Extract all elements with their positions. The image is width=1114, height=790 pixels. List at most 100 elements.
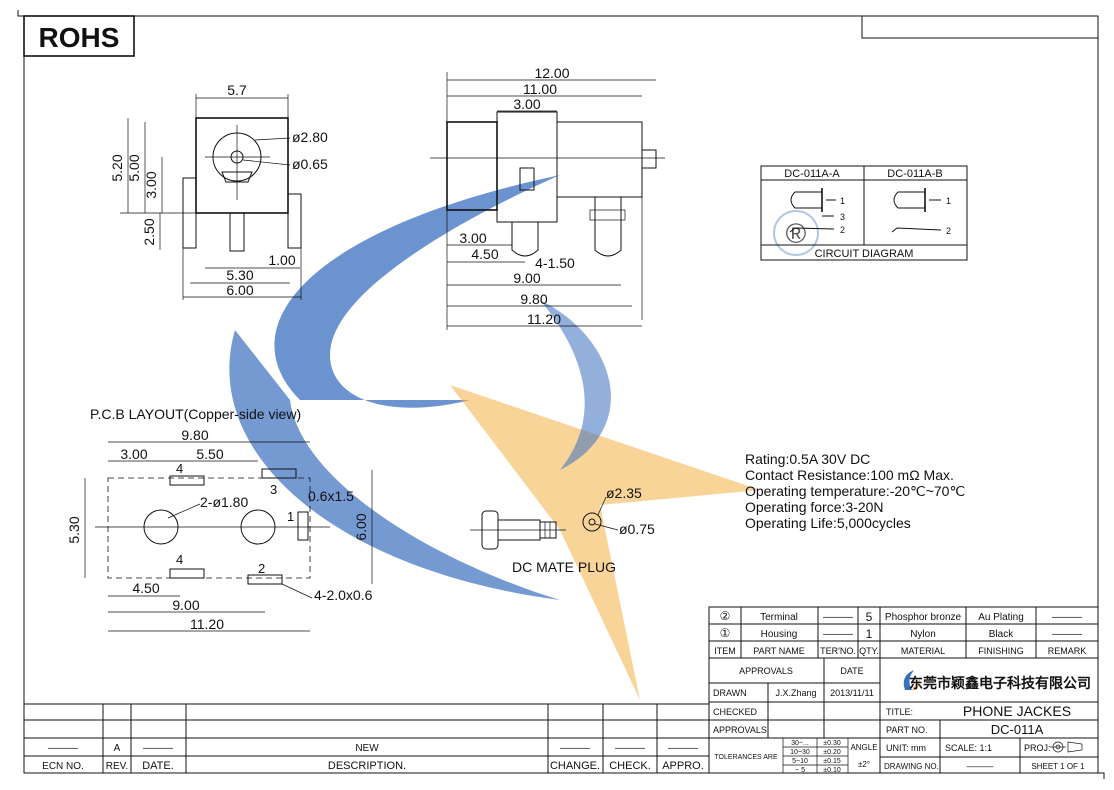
plug-dia-outer: ø2.35 xyxy=(606,485,642,501)
pcb-pad-2 xyxy=(247,574,283,585)
rev-header-change: CHANGE. xyxy=(550,760,600,772)
pcb-title: P.C.B LAYOUT(Copper-side view) xyxy=(90,406,301,422)
front-view: 5.7 5.20 5.00 3.00 2.50 ø2.80 ø0.65 1.00… xyxy=(109,82,328,300)
watermark-registered-mark: ® xyxy=(786,218,807,249)
frame-corner-mark-br xyxy=(1098,772,1105,779)
pcb-dim-height: 5.30 xyxy=(66,516,82,543)
bom-qty: 5 xyxy=(866,610,873,624)
spec-line: Operating Life:5,000cycles xyxy=(745,515,911,531)
rev-appro: ——— xyxy=(668,743,698,754)
pcb-pad-label: 1 xyxy=(287,509,294,524)
rev-desc: NEW xyxy=(355,743,379,754)
tb-checked-label: CHECKED xyxy=(713,707,758,717)
bom-part: Terminal xyxy=(760,612,798,623)
circuit-col-b: DC-011A-B xyxy=(887,168,942,180)
specifications: Rating:0.5A 30V DC Contact Resistance:10… xyxy=(745,451,965,531)
circuit-b-wire xyxy=(891,227,942,233)
bom-header-ter: TER'NO. xyxy=(820,646,856,656)
bom-header-part: PART NAME xyxy=(753,646,805,656)
projection-icon-cone xyxy=(1067,741,1083,753)
rev-header-appro: APPRO. xyxy=(662,760,704,772)
pcb-dim-left: 3.00 xyxy=(120,446,147,462)
pcb-pad-label: 2 xyxy=(258,561,265,576)
plug-end-outer xyxy=(582,512,602,532)
tb-drawing-no-label: DRAWING NO. xyxy=(884,762,939,771)
dim-pin4: 9.80 xyxy=(520,291,547,307)
dim-total: 12.00 xyxy=(534,65,569,81)
top-right-box xyxy=(861,15,1099,39)
circuit-a-pin2: 2 xyxy=(840,225,845,235)
tb-approvals-label: APPROVALS xyxy=(713,725,767,735)
watermark-swoosh-left xyxy=(229,330,560,600)
plug-end-inner xyxy=(588,518,596,526)
pcb-dim-height-right: 6.00 xyxy=(353,513,369,540)
rohs-badge: ROHS xyxy=(39,22,120,53)
circuit-a-pin3: 3 xyxy=(840,212,845,222)
tb-tol-range: 10~30 xyxy=(790,749,810,756)
tb-scale: SCALE: 1:1 xyxy=(945,743,992,753)
rev-check: ——— xyxy=(615,743,645,754)
sheet-border xyxy=(23,15,1099,774)
tb-approvals-header: APPROVALS xyxy=(739,666,793,676)
tb-title-label: TITLE: xyxy=(886,707,913,717)
leader xyxy=(281,583,313,599)
tb-angle-label: ANGLE xyxy=(850,743,877,752)
dim-pin2: 4.50 xyxy=(471,246,498,262)
tb-tol-range: 5~10 xyxy=(792,758,808,765)
front-center-pin xyxy=(229,212,245,252)
bom-table: ② Terminal ——— 5 Phosphor bronze Au Plat… xyxy=(708,606,1099,659)
tb-date-header: DATE xyxy=(840,666,863,676)
dim-body: 11.00 xyxy=(523,81,557,97)
tb-tol-value: ±0.15 xyxy=(823,758,841,765)
dim-base-width: 6.00 xyxy=(226,282,253,298)
bom-item: ① xyxy=(720,626,731,640)
pcb-dim-hole: 2-ø1.80 xyxy=(200,494,248,510)
circuit-a-wire xyxy=(789,227,835,233)
tb-drawn-label: DRAWN xyxy=(713,688,747,698)
rohs-badge-box xyxy=(23,15,135,57)
dim-pin3: 9.00 xyxy=(513,270,540,286)
pcb-dim-width-top: 9.80 xyxy=(181,427,208,443)
rev-header-date: DATE. xyxy=(142,760,174,772)
circuit-b-pin1: 1 xyxy=(946,196,951,206)
dim-overall: 11.20 xyxy=(527,311,561,327)
bom-material: Nylon xyxy=(910,629,936,640)
rev-header-check: CHECK. xyxy=(609,760,651,772)
plug-dia-inner: ø0.75 xyxy=(619,521,655,537)
circuit-a-pin1: 1 xyxy=(840,196,845,206)
bom-item: ② xyxy=(720,609,731,623)
dim-dia-outer: ø2.80 xyxy=(292,129,328,145)
company-logo xyxy=(903,670,922,690)
dim-height-mid: 3.00 xyxy=(143,171,159,198)
pcb-dim-slot: 4-2.0x0.6 xyxy=(314,587,373,603)
leader xyxy=(242,159,291,166)
circuit-b-pin2: 2 xyxy=(946,226,951,236)
pcb-pad-3 xyxy=(261,468,297,479)
rev-date: ——— xyxy=(143,743,173,754)
tb-drawn-by: J.X.Zhang xyxy=(775,688,816,698)
dim-pin-from-front: 3.00 xyxy=(459,230,486,246)
tb-part-no-label: PART NO. xyxy=(886,725,928,735)
leader xyxy=(594,523,619,531)
dim-height-pin: 2.50 xyxy=(141,218,157,245)
bom-remark: ——— xyxy=(1052,612,1082,623)
dim-height-upper: 5.00 xyxy=(126,154,142,181)
pcb-pad-1 xyxy=(297,511,309,541)
pcb-dim-bottom-left: 4.50 xyxy=(132,580,159,596)
pcb-outline xyxy=(107,477,311,579)
circuit-col-a: DC-011A-A xyxy=(784,168,840,180)
bom-header-qty: QTY. xyxy=(859,646,879,656)
watermark: ® xyxy=(229,175,819,700)
tb-unit: UNIT: mm xyxy=(886,743,926,753)
bom-ter: ——— xyxy=(823,629,853,640)
pcb-dim-pad: 0.6x1.5 xyxy=(308,488,354,504)
dc-mate-plug: ø2.35 ø0.75 DC MATE PLUG xyxy=(470,485,655,575)
tb-tol-value: ±0.20 xyxy=(823,749,841,756)
rev-header-desc: DESCRIPTION. xyxy=(328,760,406,772)
side-view: 12.00 11.00 3.00 3.00 4.50 4-1.50 9.00 9… xyxy=(430,65,665,330)
frame-corner-mark xyxy=(17,10,24,17)
dim-pin-pitch: 4-1.50 xyxy=(535,255,575,271)
tb-drawn-date: 2013/11/11 xyxy=(830,688,874,698)
